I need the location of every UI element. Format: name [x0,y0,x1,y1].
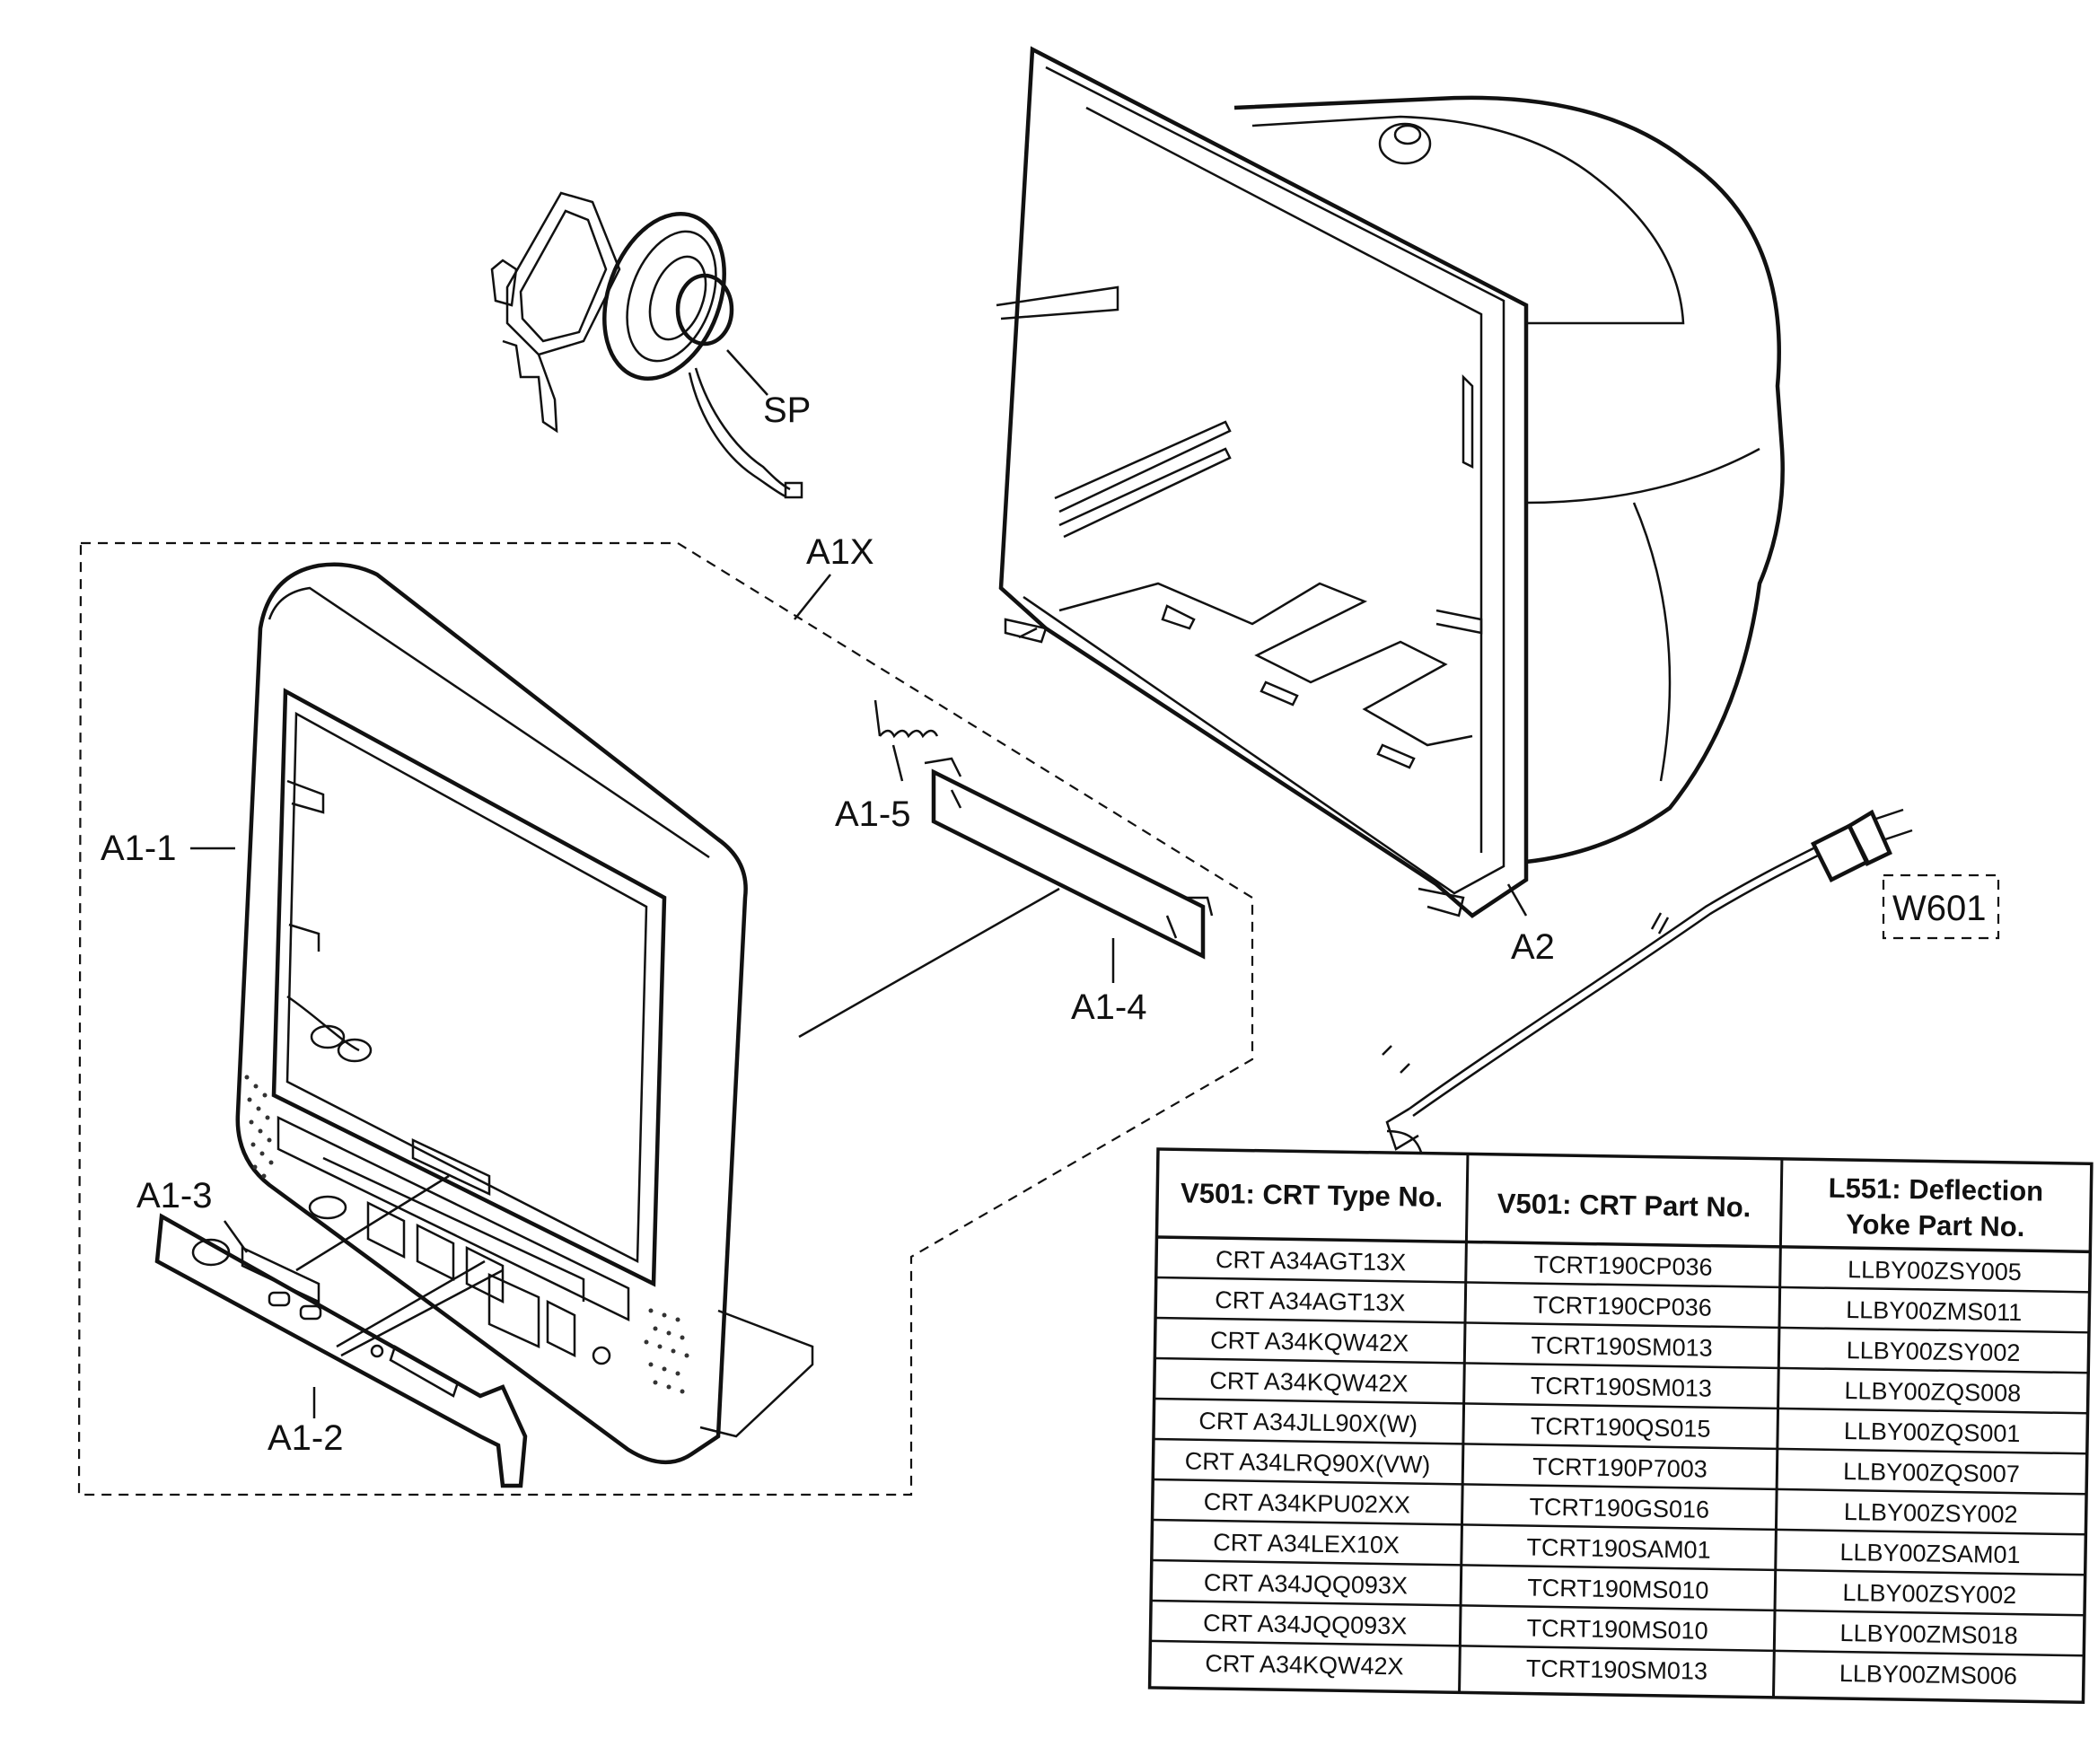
table-cell: LLBY00ZQS007 [1843,1458,2020,1488]
label-a1-4: A1-4 [1071,987,1147,1027]
power-cord [1382,808,1913,1159]
table-cell: LLBY00ZMS006 [1839,1660,2018,1689]
table-cell: CRT A34KPU02XX [1204,1488,1411,1519]
table-cell: LLBY00ZQS008 [1844,1377,2021,1407]
label-a1-5: A1-5 [835,794,911,834]
bracket-a1-4 [924,757,1214,960]
table-cell: CRT A34LRQ90X(VW) [1185,1448,1431,1479]
table-cell: CRT A34AGT13X [1216,1246,1407,1276]
table-cell: CRT A34JLL90X(W) [1198,1408,1418,1438]
label-a1-2: A1-2 [268,1418,344,1458]
table-cell: LLBY00ZSY002 [1842,1579,2016,1609]
table-cell: CRT A34KQW42X [1205,1650,1404,1680]
spring-a1-5 [873,699,939,782]
table-cell: LLBY00ZSY005 [1848,1256,2022,1286]
table-cell: TCRT190CP036 [1533,1251,1713,1281]
table-cell: TCRT190MS010 [1527,1575,1709,1604]
table-cell: LLBY00ZSY002 [1844,1498,2018,1528]
label-a1-3: A1-3 [136,1176,213,1215]
table-cell: CRT A34LEX10X [1213,1529,1400,1558]
table-cell: TCRT190P7003 [1532,1453,1707,1483]
label-box-w601 [1882,873,2000,940]
table-cell: TCRT190MS010 [1526,1615,1708,1645]
front-panel-a1-2 [154,1213,528,1488]
label-w601: W601 [1892,889,1987,928]
table-cell: LLBY00ZQS001 [1844,1417,2021,1447]
crt-parts-table: V501: CRT Type No. V501: CRT Part No. L5… [1147,1147,2094,1705]
table-cell: LLBY00ZSAM01 [1839,1539,2021,1568]
table-cell: TCRT190SM013 [1526,1655,1708,1685]
table-cell: TCRT190SM013 [1531,1332,1713,1362]
table-cell: CRT A34AGT13X [1215,1286,1406,1316]
front-cabinet [235,562,814,1465]
label-sp: SP [763,391,811,430]
table-header-deflection: L551: Deflection [1828,1172,2043,1207]
rear-cabinet [996,46,1785,918]
speaker-grille-left [244,1075,274,1179]
label-a1-1: A1-1 [101,829,177,868]
label-a2: A2 [1511,927,1555,967]
speaker-assembly [490,191,803,499]
table-cell: TCRT190SAM01 [1526,1534,1711,1564]
table-header-crt-part: V501: CRT Part No. [1497,1188,1751,1223]
table-cell: LLBY00ZMS018 [1839,1619,2018,1649]
speaker-grille-right [644,1308,689,1394]
label-a1x: A1X [806,532,874,572]
table-cell: LLBY00ZMS011 [1846,1296,2023,1326]
table-header-yoke-part: Yoke Part No. [1846,1208,2025,1242]
table-cell: CRT A34JQQ093X [1203,1610,1408,1640]
table-cell: CRT A34KQW42X [1209,1367,1409,1397]
table-cell: CRT A34KQW42X [1210,1327,1409,1356]
button-strip-a1-3 [241,1246,320,1303]
table-cell: TCRT190QS015 [1531,1413,1711,1443]
table-header-crt-type: V501: CRT Type No. [1181,1177,1444,1213]
table-cell: TCRT190SM013 [1531,1373,1713,1402]
table-cell: TCRT190GS016 [1529,1494,1709,1523]
table-cell: TCRT190CP036 [1533,1292,1713,1321]
table-cell: CRT A34JQQ093X [1204,1569,1409,1600]
table-cell: LLBY00ZSY002 [1847,1337,2021,1366]
